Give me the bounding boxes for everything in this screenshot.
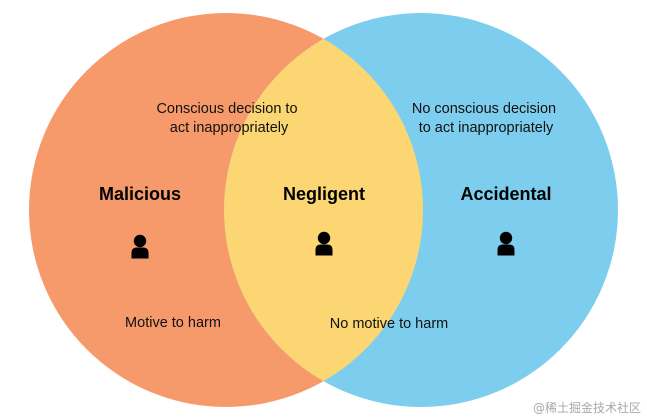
label-negligent: Negligent [283, 184, 365, 204]
label-accidental: Accidental [460, 184, 551, 204]
watermark-text: @稀土掘金技术社区 [533, 400, 641, 415]
annotation-no-conscious-decision: No conscious decision to act inappropria… [412, 101, 560, 136]
annotation-conscious-decision: Conscious decision to act inappropriatel… [156, 101, 301, 136]
annotation-motive-to-harm: Motive to harm [125, 315, 221, 331]
label-malicious: Malicious [99, 184, 181, 204]
negligent-overlap-region [224, 13, 423, 407]
annotation-no-motive-to-harm: No motive to harm [330, 316, 448, 332]
